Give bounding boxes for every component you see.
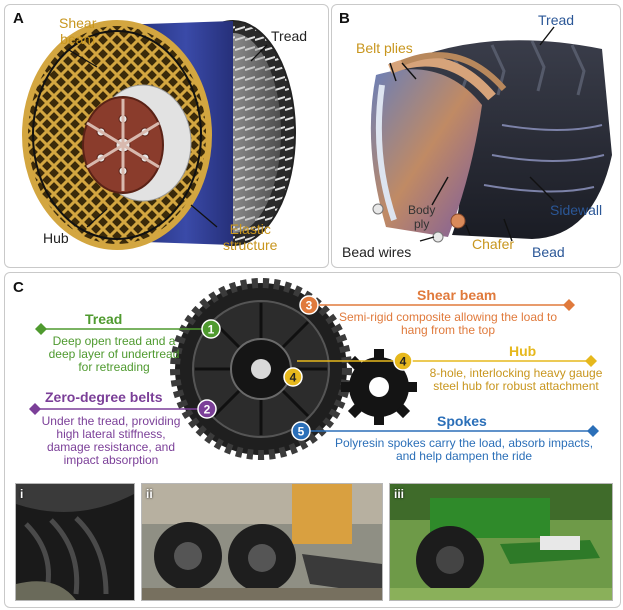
marker-4a-num: 4 <box>290 371 297 385</box>
bead-wire-right <box>432 231 444 243</box>
panel-c-letter: C <box>13 279 24 296</box>
marker-2: 2 <box>197 399 217 419</box>
body-ply <box>370 69 482 238</box>
non-pneumatic-tire-diagram: 1 2 3 4 4 5 <box>29 278 599 460</box>
callout-tread-title: Tread <box>85 311 123 327</box>
photo-i-art <box>16 484 134 600</box>
panel-b: B <box>331 4 621 268</box>
label-tread-a: Tread <box>271 28 308 44</box>
label-bead: Bead <box>532 244 565 260</box>
label-belt-plies: Belt plies <box>356 40 413 56</box>
marker-1: 1 <box>201 319 221 339</box>
pneumatic-tire-cutaway <box>370 26 612 243</box>
callout-spokes-title: Spokes <box>437 413 487 429</box>
label-hub-a: Hub <box>43 230 69 246</box>
photo-ii-label: ii <box>146 487 153 501</box>
panel-b-letter: B <box>339 10 350 27</box>
bead-wire-left <box>372 203 384 215</box>
photo-iii-label: iii <box>394 487 405 501</box>
label-sidewall: Sidewall <box>550 202 603 218</box>
label-tread-b: Tread <box>538 12 575 28</box>
marker-4b: 4 <box>393 351 413 371</box>
callout-spokes-desc: Polyresin spokes carry the load, absorb … <box>334 436 594 463</box>
photo-iii-art <box>390 484 612 600</box>
callout-hub-desc: 8-hole, interlocking heavy gauge steel h… <box>429 366 603 393</box>
photo-i-label: i <box>20 487 24 501</box>
marker-3-num: 3 <box>306 299 313 313</box>
callout-belts-desc: Under the tread, providing high lateral … <box>41 414 181 467</box>
label-chafer: Chafer <box>472 236 515 252</box>
callout-belts-title: Zero-degree belts <box>45 389 163 405</box>
photo-i: i <box>15 483 135 601</box>
marker-2-num: 2 <box>204 403 211 417</box>
panel-a-letter: A <box>13 10 24 27</box>
shear-beam-ring <box>22 20 212 250</box>
airless-tire-illustration <box>22 20 296 250</box>
marker-5: 5 <box>291 421 311 441</box>
marker-4a: 4 <box>283 367 303 387</box>
label-bead-wires: Bead wires <box>342 244 412 260</box>
label-body-ply: Body ply <box>408 203 436 231</box>
callout-tread-desc: Deep open tread and a deep layer of unde… <box>48 334 180 374</box>
marker-5-num: 5 <box>298 425 305 439</box>
photo-ii: ii <box>141 483 383 601</box>
marker-4b-num: 4 <box>400 355 407 369</box>
label-shear-beam: Shear beam <box>59 15 97 47</box>
marker-3: 3 <box>299 295 319 315</box>
callout-shear-beam-desc: Semi-rigid composite allowing the load t… <box>338 310 558 337</box>
callout-hub-title: Hub <box>509 343 537 359</box>
photo-iii: iii <box>389 483 613 601</box>
label-elastic-structure: Elastic structure <box>223 221 278 253</box>
callout-shear-beam-title: Shear beam <box>417 287 497 303</box>
panel-c: C <box>4 272 621 608</box>
marker-1-num: 1 <box>208 323 215 337</box>
photo-ii-art <box>142 484 382 600</box>
panel-a: A <box>4 4 329 268</box>
